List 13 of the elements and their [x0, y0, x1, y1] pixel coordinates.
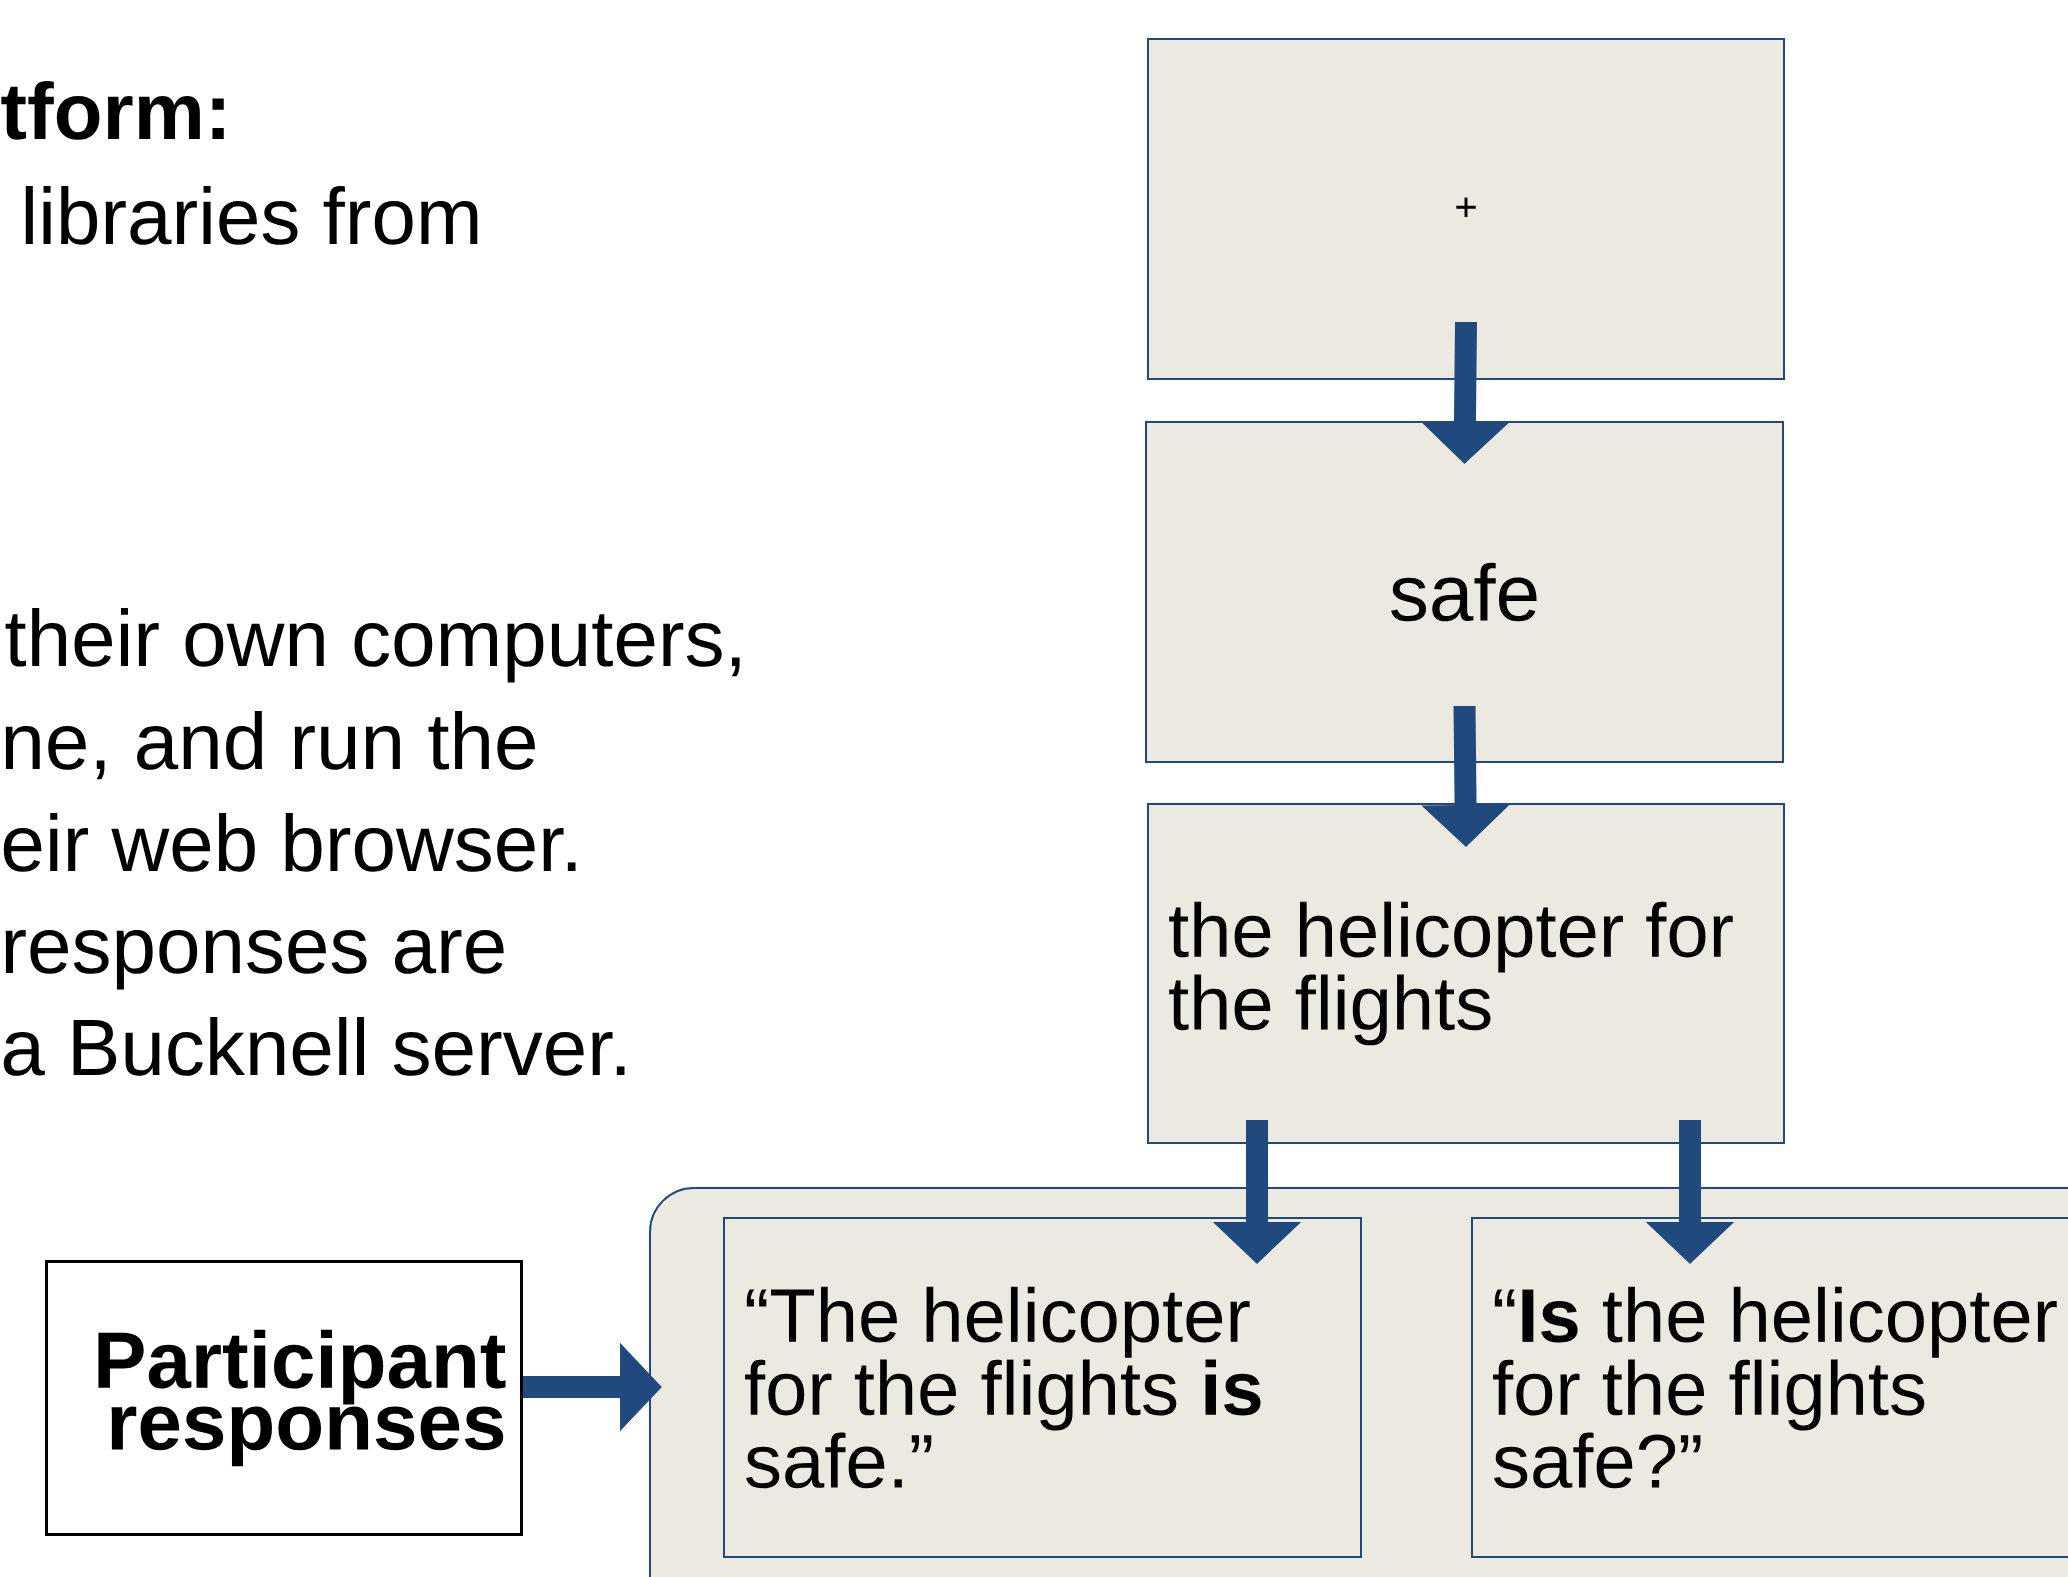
flow-box: safe: [1145, 421, 1784, 763]
flow-box: the helicopter for the flights: [1147, 803, 1785, 1144]
slide-text: ne, and run the: [5, 711, 535, 780]
heading-text: tform:: [1, 81, 224, 140]
slide-text: a Bucknell server.: [3, 1017, 625, 1076]
sentence-box: “The helicopter for the flights is safe.”: [723, 1217, 1362, 1558]
slide-text: libraries from: [25, 186, 478, 245]
sentence-box: “Is the helicopter for the flights safe?”: [1471, 1217, 2068, 1558]
flow-box: +: [1147, 38, 1785, 380]
slide-text: responses are: [5, 929, 504, 990]
slide-text: their own computers,: [5, 608, 740, 683]
slide-text: eir web browser.: [3, 813, 576, 872]
label-box: Participant responses: [45, 1260, 523, 1536]
